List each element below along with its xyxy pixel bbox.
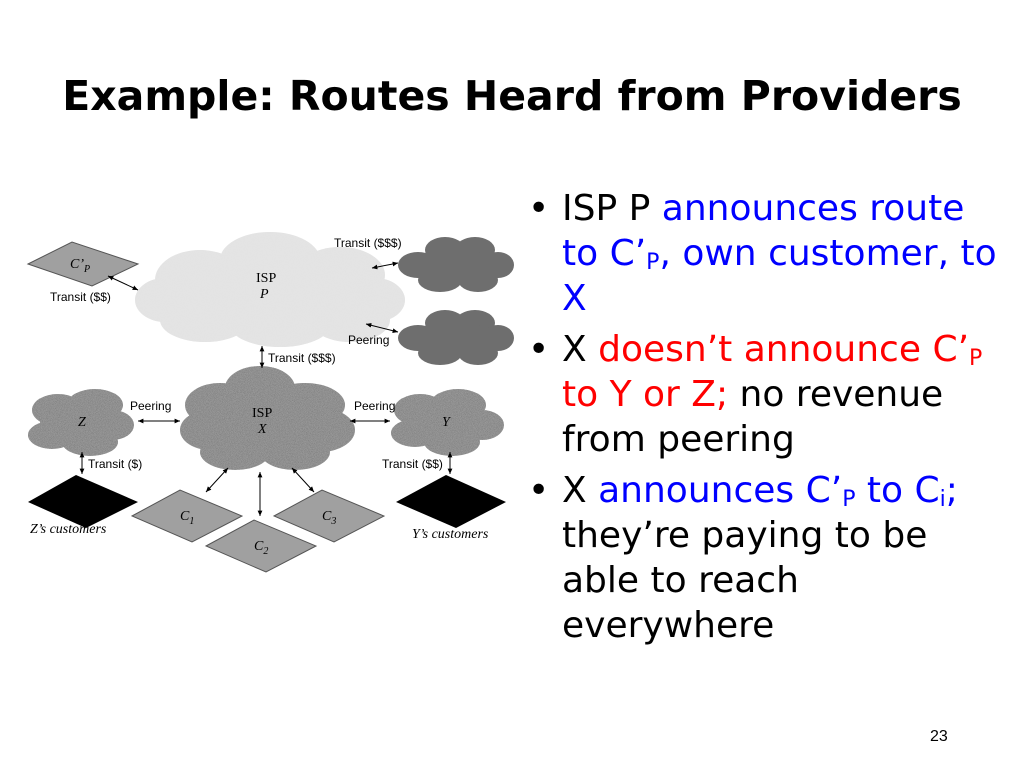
c2-diamond: [204, 519, 318, 573]
y-cloud: [391, 389, 504, 456]
isp-x-label-line1: ISP: [252, 406, 272, 421]
bullet-list: • ISP P announces route to C’P, own custo…: [522, 186, 1002, 654]
isp-p-label-line2: P: [259, 287, 269, 302]
label-transit-z: Transit ($): [88, 457, 142, 471]
label-peering-zx: Peering: [130, 399, 171, 413]
label-transit-top: Transit ($$$): [334, 236, 402, 250]
y-customers-diamond: [396, 475, 506, 528]
upstream-cloud-bottom: [398, 310, 514, 365]
bullet-dot-icon: •: [528, 329, 550, 370]
z-cloud: [28, 389, 134, 456]
isp-p-cloud: [135, 232, 405, 347]
arrow-p-bottom: [365, 322, 399, 334]
y-customers-label: Y’s customers: [412, 527, 489, 542]
bullet-item-3: • X announces C’P to Ci; they’re paying t…: [522, 468, 1002, 648]
z-label: Z: [78, 415, 86, 430]
bullet-text-3: X announces C’P to Ci; they’re paying to…: [562, 470, 958, 646]
isp-x-label-line2: X: [257, 422, 267, 437]
arrow-p-top: [371, 261, 399, 270]
label-transit-cp: Transit ($$): [50, 290, 111, 304]
upstream-cloud-top: [398, 237, 514, 292]
c3-diamond: [272, 489, 386, 543]
label-peering-xy: Peering: [354, 399, 395, 413]
arrow-x-c1: [205, 467, 229, 493]
bullet-text-2: X doesn’t announce C’P to Y or Z; no rev…: [562, 329, 983, 460]
c1-diamond: [130, 489, 244, 543]
label-peering-p: Peering: [348, 333, 389, 347]
c2-label: C2: [254, 539, 268, 557]
label-transit-px: Transit ($$$): [268, 351, 336, 365]
arrow-x-c3: [291, 467, 315, 493]
page-number: 23: [930, 728, 948, 745]
cp-label: C’P: [70, 257, 90, 275]
bullet-text-1: ISP P announces route to C’P, own custom…: [562, 188, 997, 319]
y-label: Y: [442, 415, 452, 430]
z-customers-label: Z’s customers: [30, 522, 107, 537]
z-customers-diamond: [28, 475, 138, 528]
bullet-item-1: • ISP P announces route to C’P, own custo…: [522, 186, 1002, 321]
isp-x-cloud: [180, 366, 355, 470]
arrow-cp-p: [107, 275, 139, 291]
isp-p-label-line1: ISP: [256, 271, 276, 286]
network-diagram: ISP P ISP X Z Y C’P C1 C2 C3 Z’s custome…: [26, 232, 514, 573]
bullet-dot-icon: •: [528, 188, 550, 229]
c1-label: C1: [180, 509, 194, 527]
c3-label: C3: [322, 509, 336, 527]
cp-diamond: [26, 241, 140, 287]
label-transit-y: Transit ($$): [382, 457, 443, 471]
slide-title: Example: Routes Heard from Providers: [62, 72, 962, 120]
bullet-dot-icon: •: [528, 470, 550, 511]
bullet-item-2: • X doesn’t announce C’P to Y or Z; no re…: [522, 327, 1002, 462]
